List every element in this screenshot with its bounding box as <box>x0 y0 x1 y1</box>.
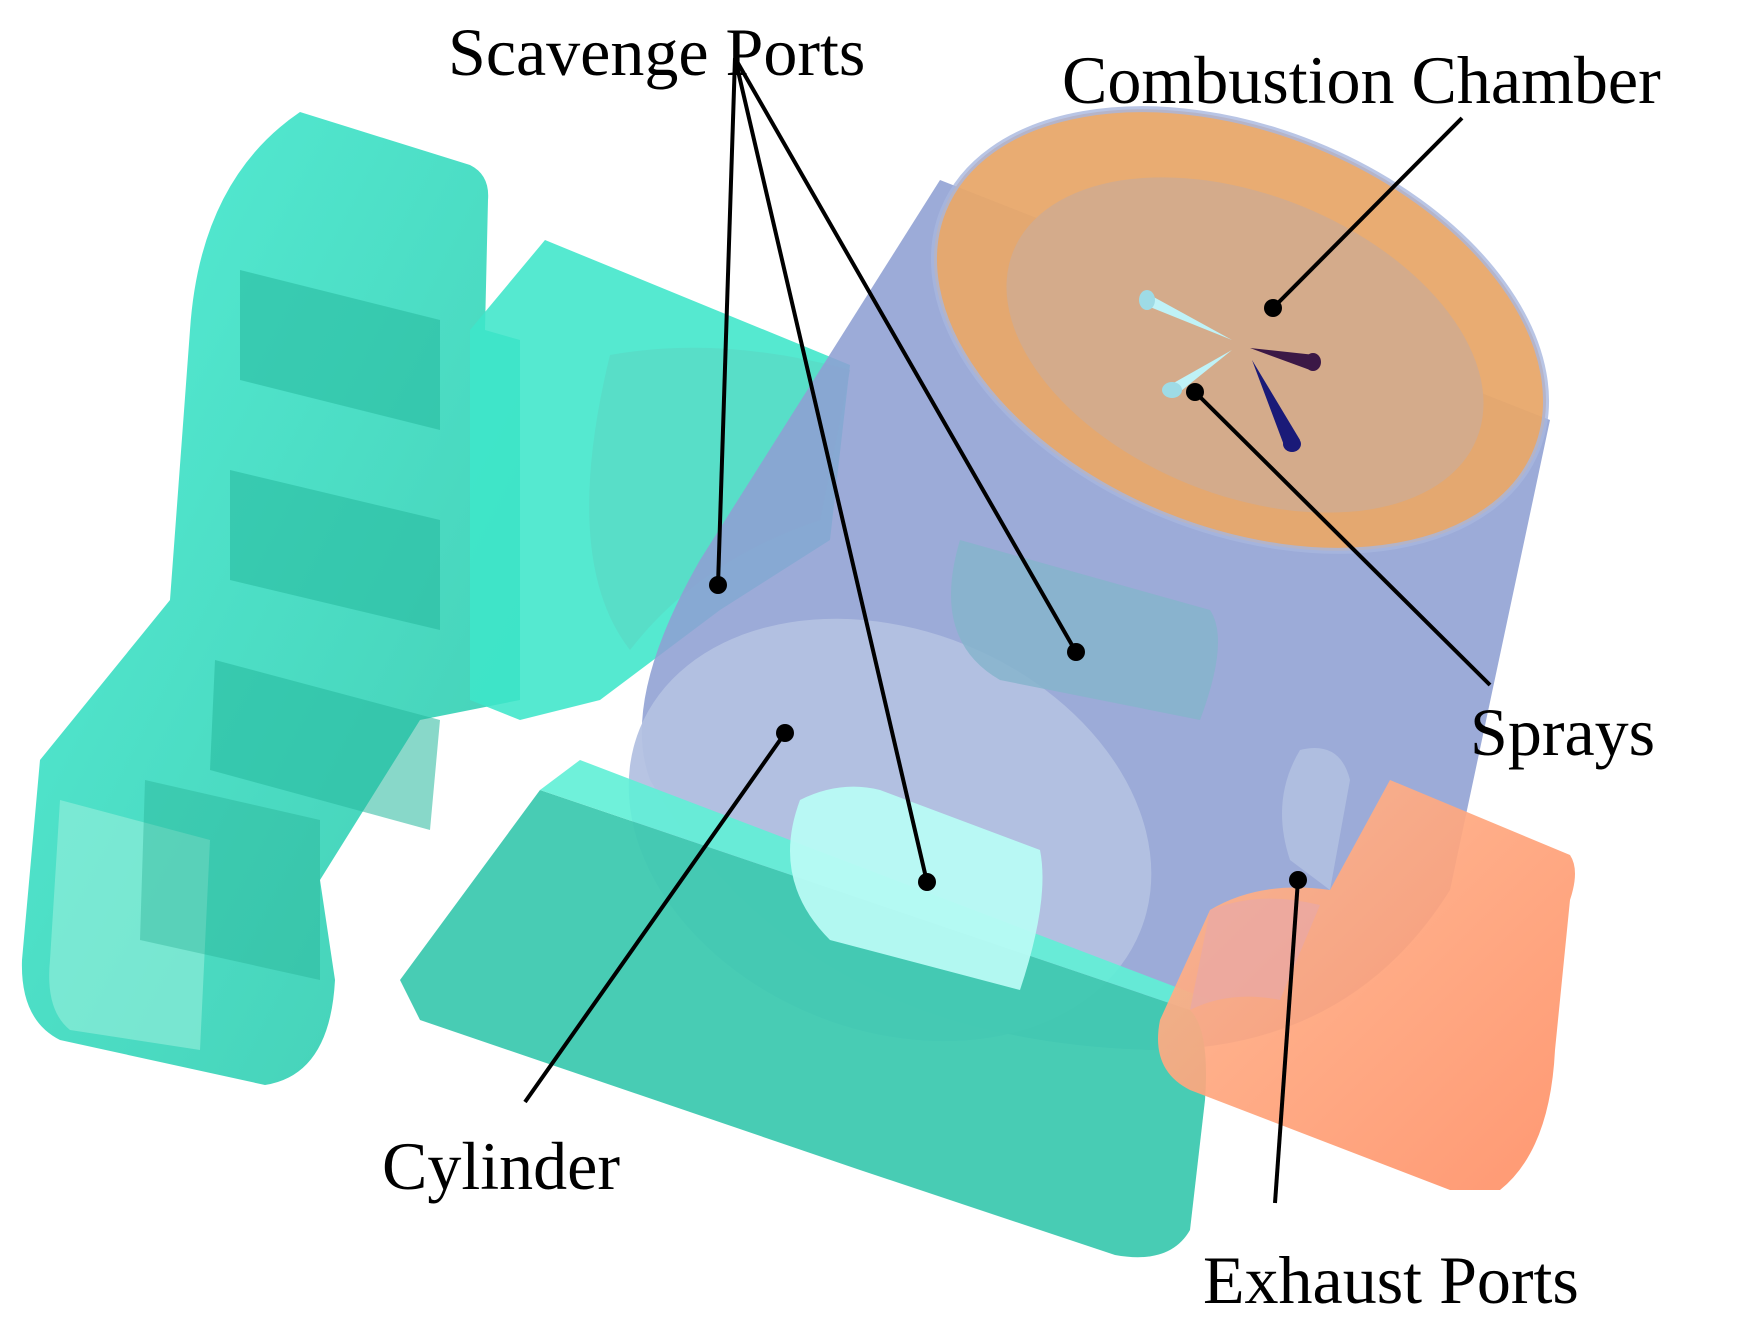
sprays <box>1139 290 1321 452</box>
exhaust-port <box>1158 748 1575 1190</box>
dot-scavenge-1 <box>709 576 727 594</box>
leader-lines <box>523 57 1492 1204</box>
leader-scavenge-2 <box>733 57 1078 653</box>
combustion-chamber <box>930 106 1550 554</box>
leader-dots <box>709 299 1307 891</box>
leader-scavenge-3 <box>733 57 929 883</box>
label-combustion-chamber: Combustion Chamber <box>1062 42 1661 118</box>
label-scavenge-ports: Scavenge Ports <box>448 14 866 90</box>
dot-exhaust-ports <box>1289 871 1307 889</box>
leader-cylinder <box>523 731 787 1104</box>
spray-cone-purple <box>1250 348 1315 370</box>
leader-combustion-chamber <box>1271 116 1464 310</box>
dot-cylinder <box>776 724 794 742</box>
spray-cone-light-upper <box>1145 295 1232 340</box>
leader-sprays <box>1193 390 1492 687</box>
spray-cone-light-lower <box>1170 350 1232 395</box>
scavenge-port-bottom-block <box>400 760 1210 1258</box>
leader-scavenge-1 <box>716 57 737 586</box>
label-cylinder: Cylinder <box>382 1128 620 1204</box>
scavenge-port-left-block <box>21 112 521 1085</box>
dot-scavenge-2 <box>1067 643 1085 661</box>
leader-exhaust-ports <box>1273 879 1300 1204</box>
dot-combustion-chamber <box>1264 299 1282 317</box>
label-exhaust-ports: Exhaust Ports <box>1203 1242 1579 1318</box>
scavenge-port-inner-right <box>951 540 1218 720</box>
dot-scavenge-3 <box>918 873 936 891</box>
label-sprays: Sprays <box>1470 694 1656 770</box>
spray-cone-dark-blue <box>1252 360 1300 448</box>
dot-sprays <box>1186 383 1204 401</box>
